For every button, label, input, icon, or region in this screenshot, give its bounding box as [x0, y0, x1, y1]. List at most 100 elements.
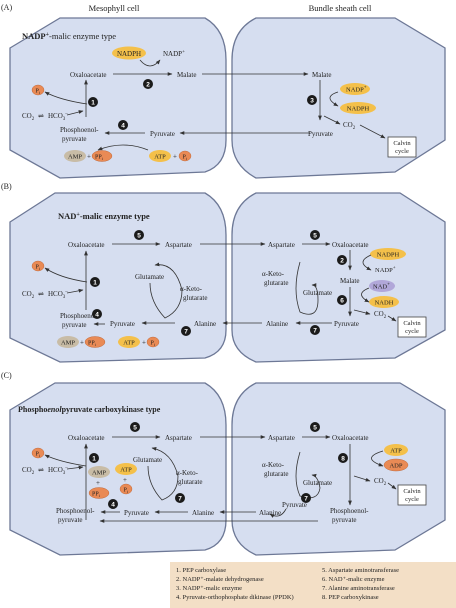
panel-b-nadh-label: NADH — [375, 300, 394, 307]
panel-b-pep-line2: pyruvate — [62, 321, 87, 329]
panel-c-equilibrium-icon: ⇌ — [38, 466, 44, 474]
panel-a-mesophyll-cell — [9, 17, 227, 179]
panel-a-oxaloacetate: Oxaloacetate — [70, 71, 107, 79]
panel-c-pep-bs-line2: pyruvate — [332, 516, 357, 524]
panel-c-adp-bs-badge — [383, 458, 409, 472]
panel-a-co2-release-arrow — [323, 115, 341, 125]
panel-c-atp-bs-badge — [384, 444, 408, 456]
panel-a-pyruvate-bs: Pyruvate — [308, 130, 333, 138]
panel-c-bundle-sheath-cell — [231, 382, 446, 556]
panel-c-oxaloacetate-m: Oxaloacetate — [68, 434, 105, 442]
panel-a-pep-line2: pyruvate — [62, 135, 87, 143]
panel-a-pyruvate-m: Pyruvate — [150, 130, 175, 138]
panel-c-glutamate-bs: Glutamate — [303, 479, 332, 487]
panel-c-step-4-badge — [108, 499, 118, 509]
panel-c-akg-m-line2: glutarate — [178, 478, 203, 486]
panel-a-step-2-text: 2 — [146, 82, 150, 89]
panel-b-calvin-line2: cycle — [405, 328, 419, 335]
panel-b-aspartate-bs: Aspartate — [268, 241, 295, 249]
panel-c-letter: (C) — [1, 371, 12, 380]
panel-b-nadph-label: NADPH — [377, 252, 400, 259]
panel-b-plus-2: + — [142, 339, 146, 347]
panel-a-plus-2: + — [173, 153, 177, 161]
panel-b-pyruvate-bs: Pyruvate — [334, 320, 359, 328]
panel-b-glu-akg-cycle-arrow — [149, 262, 183, 319]
panel-c-pi-top-label: Pi — [36, 452, 41, 459]
panel-b-atp-label: ATP — [123, 340, 135, 347]
enzyme-legend: 1. PEP carboxylase 2. NADP⁺-malate dehyd… — [170, 562, 456, 608]
panel-c-to-calvin-arrow — [387, 482, 397, 490]
legend-item-1: 1. PEP carboxylase — [176, 567, 226, 574]
panel-a-co2-hco3-equilibrium-icon: ⇌ — [38, 112, 44, 120]
panel-c-ppi-badge — [88, 487, 110, 499]
panel-c-amp-badge — [88, 466, 110, 478]
panel-b-co2-release-arrow — [353, 309, 371, 315]
panel-c-pi-top — [31, 447, 45, 459]
panel-c-step-8-text: 8 — [341, 456, 345, 463]
panel-b-step-2-text: 2 — [340, 258, 344, 265]
panel-b-glutamate-bs: Glutamate — [303, 289, 332, 297]
panel-a-malate-m: Malate — [177, 71, 196, 79]
panel-a-nadph-to-nadp-arrow — [139, 59, 161, 67]
panel-c-step-5-bs-text: 5 — [313, 425, 317, 432]
panel-a-nadp-bs-badge — [340, 83, 370, 95]
panel-c-step-8-badge — [338, 453, 348, 463]
panel-b-oxaloacetate-m: Oxaloacetate — [68, 241, 105, 249]
panel-b-nadph-badge — [370, 248, 406, 260]
panel-c-title: Phosphoenolpyruvate carboxykinase type — [18, 405, 161, 414]
panel-b-step-4-text: 4 — [95, 312, 99, 319]
panel-a-nadph-bs-label: NADPH — [347, 106, 370, 113]
panel-b-nadh-badge — [369, 296, 399, 308]
panel-b-step-5-bs-text: 5 — [313, 233, 317, 240]
panel-c-plus-2: + — [123, 476, 127, 484]
panel-a-pi-bottom — [178, 150, 192, 162]
panel-c-atp-label: ATP — [120, 467, 132, 474]
panel-c-co2-bs: CO2 — [374, 477, 387, 487]
panel-b-calvin-line1: Calvin — [403, 320, 421, 327]
panel-b-step-1-badge — [90, 277, 100, 287]
panel-b-pi-bottom-label: Pi — [151, 341, 156, 348]
panel-c-pyruvate-bs: Pyruvate — [282, 501, 307, 509]
panel-b-calvin-box — [397, 316, 427, 338]
panel-c-pep-m-line1: Phosphoenol- — [56, 507, 95, 515]
panel-b-nad-reduction-arrow — [361, 287, 370, 303]
panel-c-alanine-m: Alanine — [192, 509, 214, 517]
panel-a-pi-top-label: Pi — [36, 89, 41, 96]
panel-a-pep-line1: Phosphoenol- — [60, 126, 99, 134]
panel-a-nadp-reduction-arrow — [329, 91, 339, 107]
panel-b-pyruvate-m: Pyruvate — [110, 320, 135, 328]
panel-a-step-1-badge — [88, 97, 98, 107]
panel-b-nad-badge — [369, 280, 395, 292]
panel-c-step-7-m-badge — [175, 493, 185, 503]
panel-c-ppi-label: PPi — [92, 492, 101, 499]
panel-c-pi-release-arrow — [44, 454, 87, 467]
panel-c-pi-mid — [119, 483, 133, 495]
panel-c-step-7-bs-badge — [301, 493, 311, 503]
panel-b-pi-top — [31, 260, 45, 272]
panel-b-letter: (B) — [1, 182, 12, 191]
panel-a-atp-badge — [149, 150, 171, 162]
panel-a-nadph-bs-badge — [340, 102, 376, 114]
panel-b-amp-label: AMP — [61, 340, 75, 347]
panel-b-ppi-label: PPi — [88, 341, 97, 348]
panel-c-step-7-m-text: 7 — [178, 496, 182, 503]
panel-c-calvin-box — [397, 484, 427, 506]
panel-c-co2-release-arrow — [353, 475, 371, 482]
panel-a-ppi-badge — [91, 150, 113, 162]
panel-c-pyruvate-m: Pyruvate — [124, 509, 149, 517]
panel-a-hco3: HCO3– — [48, 112, 68, 122]
panel-b-ppi-badge — [84, 336, 106, 348]
panel-a-calvin-box — [387, 136, 417, 158]
panel-c-akg-glu-cycle-arrow — [295, 451, 321, 499]
panel-a-co2-bs: CO2 — [343, 121, 356, 131]
panel-b-to-calvin-arrow — [387, 315, 397, 322]
panel-a-ppi-label: PPi — [95, 155, 104, 162]
panel-a-step-4-badge — [118, 120, 128, 130]
panel-b-pi-release-arrow — [44, 267, 88, 283]
panel-b-step-4-badge — [92, 309, 102, 319]
panel-b-alanine-bs: Alanine — [266, 320, 288, 328]
panel-c-akg-bs-line1: α-Keto- — [262, 461, 285, 469]
bundle-sheath-header: Bundle sheath cell — [309, 3, 372, 13]
panel-b-nadp-label: NADP+ — [375, 266, 396, 274]
panel-c-step-5-m-text: 5 — [133, 425, 137, 432]
